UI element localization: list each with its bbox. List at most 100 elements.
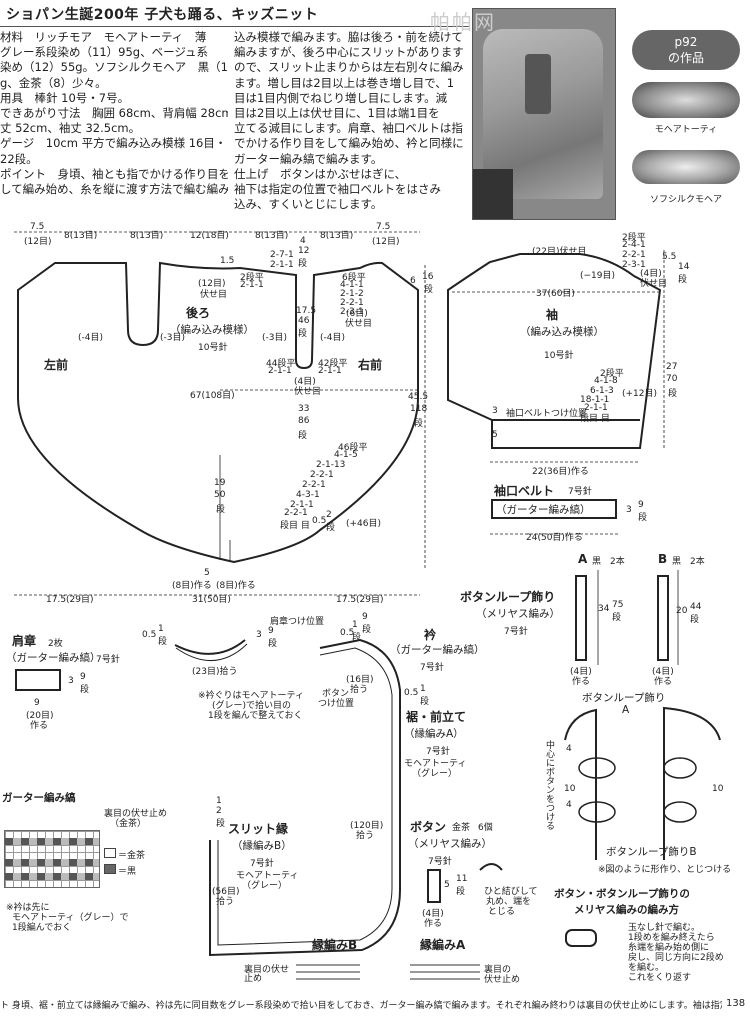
dim-label: (8目)作る [216,581,256,591]
dim-label: 2-1-1 [584,403,608,413]
dim-label: 3 [626,505,632,515]
dim-label: 10 [712,784,724,794]
note-line: 糸端を編み始め側に [628,943,710,953]
edge-a-sample [410,964,480,980]
dim-label: 段 [690,615,700,625]
dim-label: 44 [690,602,702,612]
dim-label: (12目) [24,237,52,247]
dim-label: 75 [612,600,624,610]
dim-label: 2段平 [622,233,646,243]
dim-label: 段 [298,259,308,269]
text-line: 込み模様で編みます。脇は後ろ・前を続けて [234,30,463,44]
dim-label: 34 [598,604,610,614]
dim-label: 4 [300,236,306,246]
yarn-label: モヘアトーティ [236,871,299,881]
piece-shoulder: 肩章 [12,634,37,648]
loop-b: B [658,552,668,566]
dim-label: (56目) [212,887,240,897]
note-line: ※衿は先に [6,903,50,913]
dim-label: 4 [566,744,572,754]
pattern-diagram [14,231,721,980]
piece-right-front: 右前 [358,358,383,372]
dim-label: 4-3-1 [296,490,320,500]
piece-front-band: 裾・前立て [406,710,467,724]
legend-gold: ＝金茶 [118,851,146,861]
dim-label: 作る [424,919,443,929]
shoulder-box [15,669,61,691]
dim-label: (4目) [294,377,316,387]
dim-label: 17.5(29目) [336,595,384,605]
note-line: 戻し、同じ方向に2段め [628,953,724,963]
text-line: 22段。 [0,151,38,166]
dim-label: 50 [214,490,226,500]
needle-label: 7号針 [420,663,444,673]
needle-label: 7号針 [568,487,592,497]
text-line: 丈 52cm、袖丈 32.5cm。 [0,121,141,136]
loop-diagram-left [564,708,597,860]
dim-label: (20目) [26,711,54,721]
dim-label: (-4目) [320,333,345,343]
dim-label: 段 [612,613,622,623]
howto-title-1: ボタン・ボタンループ飾りの [554,888,690,900]
dim-label: (4目) [422,909,444,919]
note-line: モヘアトーティ（グレー）で [12,913,129,923]
dim-label: 伏せ目 [640,279,668,289]
dim-label: 12(18目) [190,231,229,241]
text-line: g、金茶（8）少々。 [0,75,107,90]
dim-label: 2-1-1 [290,500,314,510]
dim-label: 伏せ目 [294,387,322,397]
note-line: これをくり返す [628,973,692,983]
needle-label: 7号針 [96,655,120,665]
dim-label: 7.5 [30,222,45,232]
text-line: でかける作り目をして編み始め、衿と同様に [234,136,464,151]
dim-label: (6目) [346,309,368,319]
legend-box-black [104,864,116,874]
dim-label: 2-3-1 [622,260,646,270]
body-outline [17,261,419,564]
dim-label: (12目) [198,279,226,289]
piece-back: 後ろ [186,306,211,320]
chart-row [5,838,99,845]
button-stitch: （メリヤス編み） [408,838,492,850]
edge-a-label: 伏せ止め [484,975,521,985]
text-line: 材料 リッチモア モヘアトーティ 薄 [0,30,207,44]
dim-label: 0.5 [312,516,327,526]
note-line: とじる [488,907,516,917]
loops-diagram-title: ボタンループ飾り [582,692,666,704]
slit-edge-stitch: （縁編みB） [232,840,292,852]
dim-label: 6 [410,276,416,286]
dim-label: 70 [666,374,678,384]
dim-label: 17.5 [296,306,317,316]
piece-collar: 衿 [424,628,437,642]
note-line: 1段を編んで整えておく [208,711,303,721]
footer-note: ト 身頃、裾・前立ては縁編みで編み、衿は先に同目数をグレー系段染めで拾い目をして… [0,1001,722,1011]
sleeve-outline [447,253,662,449]
dim-label: 段 [352,633,362,643]
dim-label: 拾う [216,897,235,907]
text-line: ので、スリット止まりからは左右別々に編み [234,60,464,75]
dim-label: 9 [362,612,368,622]
note-line: 玉なし針で編む。 [628,923,701,933]
dim-label: 5 [204,568,210,578]
instructions-block: ショパン生誕200年 子犬も踊る、キッズニット 材料 リッチモア モヘアトーティ… [0,4,470,214]
title-divider [0,26,470,27]
dim-label: 42段平 [318,359,348,369]
dim-label: 1 [352,620,358,630]
dim-label: 段 [678,275,688,285]
instructions-col1: 材料 リッチモア モヘアトーティ 薄 グレー系段染め（11）95g、ベージュ系 … [0,30,228,197]
yarn-swatch-1 [632,82,740,118]
needle-label: 7号針 [250,859,274,869]
dim-label: 2-2-1 [622,250,646,260]
dim-label: 0.5 [142,630,157,640]
note-line: ※衿ぐりはモヘアトーティ [198,691,305,701]
dim-label: (120目) [350,821,384,831]
dim-label: (+46目) [346,519,382,529]
dim-label: 7.5 [376,222,391,232]
dim-label: 作る [30,721,49,731]
needle-label: 10号針 [544,351,574,361]
dim-label: 10 [564,784,576,794]
dim-label: 段 [414,419,424,429]
dim-label: 9 [80,672,86,682]
dim-label: 伏せ目 [200,290,228,300]
dim-label: 1 [216,796,222,806]
